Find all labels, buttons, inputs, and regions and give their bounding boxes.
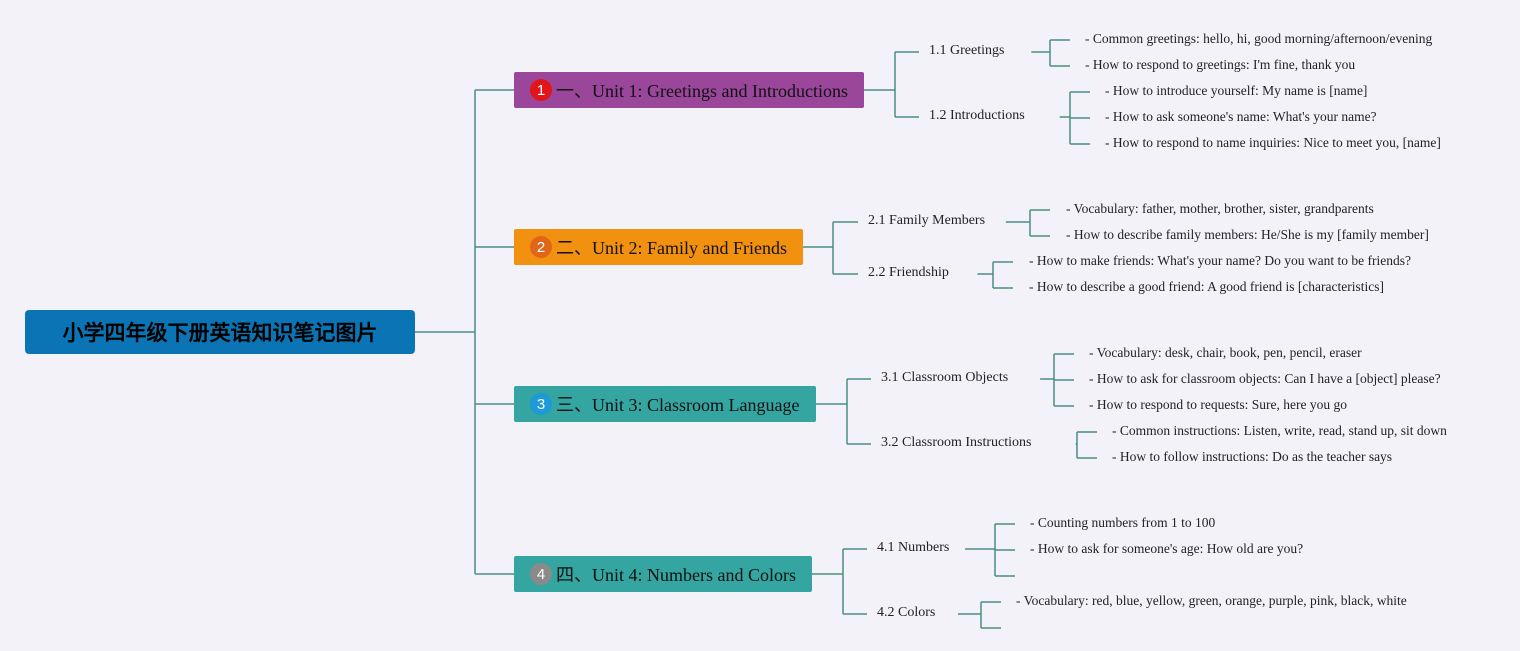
leaf-link <box>977 261 1013 289</box>
leaf-link <box>1040 353 1074 407</box>
leaf-link <box>1075 431 1097 459</box>
note-item[interactable]: - How to respond to greetings: I'm fine,… <box>1085 57 1356 72</box>
note-item[interactable]: - How to ask for classroom objects: Can … <box>1089 371 1441 386</box>
note-item[interactable]: - Common instructions: Listen, write, re… <box>1112 423 1447 438</box>
number-badge-icon: 1 <box>530 79 552 101</box>
note-item[interactable]: - How to ask for someone's age: How old … <box>1030 541 1304 556</box>
note-item[interactable]: - How to respond to requests: Sure, here… <box>1089 397 1347 412</box>
leaf-link <box>1005 209 1050 237</box>
leaf-link <box>965 523 1015 577</box>
section-topic[interactable]: 3.2 Classroom Instructions <box>881 435 1032 450</box>
section-link <box>803 221 858 275</box>
unit-title: 一、Unit 1: Greetings and Introductions <box>556 81 848 101</box>
section-topic[interactable]: 2.2 Friendship <box>868 265 949 280</box>
section-link <box>812 548 867 615</box>
unit-title: 三、Unit 3: Classroom Language <box>556 395 800 415</box>
note-item[interactable]: - How to make friends: What's your name?… <box>1029 253 1411 268</box>
section-topic[interactable]: 4.1 Numbers <box>877 540 950 555</box>
section-topic[interactable]: 3.1 Classroom Objects <box>881 370 1009 385</box>
note-item[interactable]: - How to introduce yourself: My name is … <box>1105 83 1368 98</box>
note-item[interactable]: - Vocabulary: red, blue, yellow, green, … <box>1016 593 1407 608</box>
note-item[interactable]: - How to describe a good friend: A good … <box>1029 279 1385 294</box>
root-title: 小学四年级下册英语知识笔记图片 <box>62 321 378 345</box>
note-item[interactable]: - Counting numbers from 1 to 100 <box>1030 515 1216 530</box>
note-item[interactable]: - How to respond to name inquiries: Nice… <box>1105 135 1441 150</box>
note-item[interactable]: - How to ask someone's name: What's your… <box>1105 109 1377 124</box>
section-topic[interactable]: 4.2 Colors <box>877 605 936 620</box>
section-topic[interactable]: 2.1 Family Members <box>868 213 986 228</box>
leaf-link <box>958 601 1001 629</box>
unit-title: 四、Unit 4: Numbers and Colors <box>556 565 796 585</box>
note-item[interactable]: - How to follow instructions: Do as the … <box>1112 449 1393 464</box>
leaf-link <box>1059 91 1090 145</box>
leaf-link <box>1031 39 1070 67</box>
unit-title: 二、Unit 2: Family and Friends <box>556 238 787 258</box>
number-badge-icon: 4 <box>530 563 552 585</box>
note-item[interactable]: - Common greetings: hello, hi, good morn… <box>1085 31 1433 46</box>
note-item[interactable]: - Vocabulary: father, mother, brother, s… <box>1066 201 1374 216</box>
number-badge-icon: 3 <box>530 393 552 415</box>
number-badge-icon: 2 <box>530 236 552 258</box>
note-item[interactable]: - How to describe family members: He/She… <box>1066 227 1429 242</box>
section-link <box>864 51 919 118</box>
note-item[interactable]: - Vocabulary: desk, chair, book, pen, pe… <box>1089 345 1362 360</box>
section-topic[interactable]: 1.2 Introductions <box>929 108 1025 123</box>
section-link <box>816 378 871 445</box>
root-topic[interactable]: 小学四年级下册英语知识笔记图片 <box>25 310 415 354</box>
section-topic[interactable]: 1.1 Greetings <box>929 43 1005 58</box>
